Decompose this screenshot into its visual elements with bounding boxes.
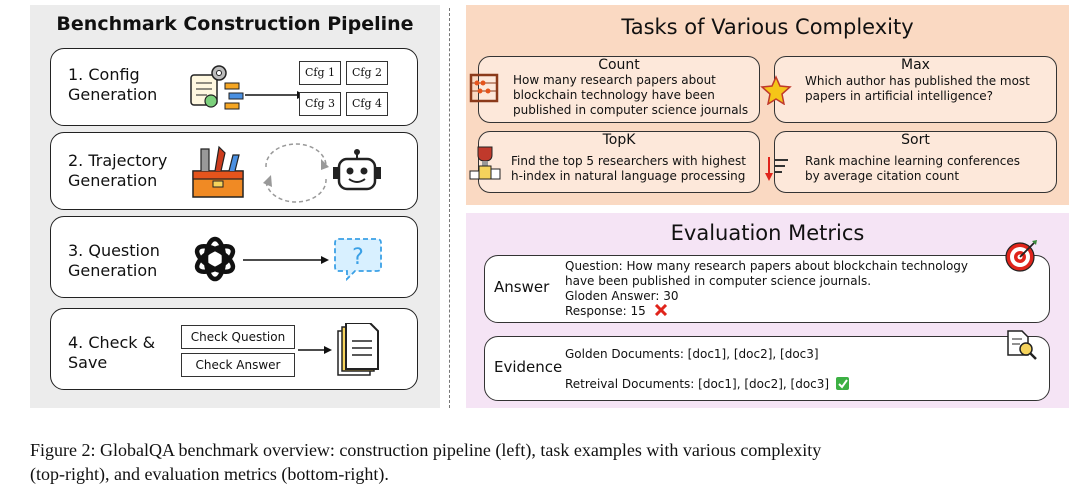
trophy-podium-icon xyxy=(469,146,501,180)
retrieved-documents: Retreival Documents: [doc1], [doc2], [do… xyxy=(565,377,830,391)
step-label-line: 4. Check & xyxy=(68,333,156,352)
pipeline-panel: Benchmark Construction Pipeline 1. Confi… xyxy=(30,5,440,408)
response-row: Response: 15 xyxy=(565,303,968,319)
task-text-line: h-index in natural language processing xyxy=(511,169,746,183)
answer-question-line: Question: How many research papers about… xyxy=(565,259,969,273)
tasks-panel: Tasks of Various Complexity Count How ma… xyxy=(466,5,1069,205)
step-label-line: Save xyxy=(68,353,108,372)
answer-details: Question: How many research papers about… xyxy=(565,259,968,319)
step-label-line: 2. Trajectory xyxy=(68,151,168,170)
caption-line: Figure 2: GlobalQA benchmark overview: c… xyxy=(30,440,822,460)
task-title: Sort xyxy=(901,132,930,148)
step-label-line: Generation xyxy=(68,261,158,280)
task-text-line: blockchain technology have been xyxy=(513,88,715,102)
task-text-line: published in computer science journals xyxy=(513,103,749,117)
task-description: Rank machine learning conferences by ave… xyxy=(805,154,1020,184)
metric-label: Evidence xyxy=(494,358,563,376)
step-label-line: 1. Config xyxy=(68,65,140,84)
step-label: 1. Config Generation xyxy=(68,65,157,105)
sort-icon xyxy=(765,157,788,181)
arrow-icon xyxy=(243,256,329,264)
task-text-line: Find the top 5 researchers with highest xyxy=(511,154,746,168)
step-question-generation: 3. Question Generation ? xyxy=(50,216,418,298)
metrics-title: Evaluation Metrics xyxy=(670,221,865,245)
step-label: 4. Check & Save xyxy=(68,333,155,373)
response-text: Response: 15 xyxy=(565,304,646,318)
check-question-box: Check Question xyxy=(181,325,295,349)
step-check-save: 4. Check & Save Check Question Check Ans… xyxy=(50,308,418,390)
golden-answer: Gloden Answer: 30 xyxy=(565,289,679,303)
caption-line: (top-right), and evaluation metrics (bot… xyxy=(30,464,389,484)
step-label: 3. Question Generation xyxy=(68,241,160,281)
task-description: Find the top 5 researchers with highest … xyxy=(511,154,746,184)
metrics-panel: Evaluation Metrics Answer Question: How … xyxy=(466,213,1069,408)
config-box: Cfg 1 xyxy=(299,61,341,85)
check-answer-box: Check Answer xyxy=(181,353,295,377)
question-mark: ? xyxy=(352,245,364,270)
task-max: Max Which author has published the most … xyxy=(774,56,1057,123)
step-label: 2. Trajectory Generation xyxy=(68,151,167,191)
task-title: Max xyxy=(901,57,930,73)
task-description: How many research papers about blockchai… xyxy=(513,73,748,118)
task-topk: TopK Find the top 5 researchers with hig… xyxy=(478,131,760,193)
config-box: Cfg 4 xyxy=(346,92,388,116)
cycle-arrows-icon xyxy=(263,143,329,203)
robot-icon xyxy=(333,149,381,191)
star-medal-icon xyxy=(760,75,792,105)
evidence-metric: Evidence Golden Documents: [doc1], [doc2… xyxy=(484,336,1050,401)
task-title: Count xyxy=(598,57,640,73)
pipeline-title: Benchmark Construction Pipeline xyxy=(56,13,414,35)
step-label-line: Generation xyxy=(68,85,158,104)
config-box: Cfg 2 xyxy=(346,61,388,85)
step-label-line: Generation xyxy=(68,171,158,190)
metric-label: Answer xyxy=(494,278,550,296)
abacus-icon xyxy=(469,73,499,103)
toolbox-icon xyxy=(192,145,244,198)
task-text-line: papers in artificial intelligence? xyxy=(805,89,994,103)
tasks-title: Tasks of Various Complexity xyxy=(621,15,914,39)
task-count: Count How many research papers about blo… xyxy=(478,56,760,123)
task-description: Which author has published the most pape… xyxy=(805,74,1030,104)
config-box: Cfg 3 xyxy=(299,92,341,116)
question-bubble-icon: ? xyxy=(334,238,382,282)
task-text-line: by average citation count xyxy=(805,169,960,183)
task-sort: Sort Rank machine learning conferences b… xyxy=(774,131,1057,193)
task-text-line: Which author has published the most xyxy=(805,74,1030,88)
check-icon xyxy=(835,377,849,390)
target-icon xyxy=(1005,240,1037,272)
task-text-line: Rank machine learning conferences xyxy=(805,154,1020,168)
answer-metric: Answer Question: How many research paper… xyxy=(484,255,1050,323)
figure-caption: Figure 2: GlobalQA benchmark overview: c… xyxy=(30,438,1070,486)
document-search-icon xyxy=(1007,330,1037,360)
panel-divider xyxy=(449,8,450,408)
golden-documents: Golden Documents: [doc1], [doc2], [doc3] xyxy=(565,347,819,361)
documents-icon xyxy=(337,323,379,376)
step-trajectory-generation: 2. Trajectory Generation xyxy=(50,132,418,210)
cross-icon xyxy=(654,303,667,317)
task-text-line: How many research papers about xyxy=(513,73,716,87)
step-label-line: 3. Question xyxy=(68,241,160,260)
arrow-icon xyxy=(298,346,332,354)
answer-question-line: have been published in computer science … xyxy=(565,274,872,288)
step-config-generation: 1. Config Generation Cfg 1 Cfg 2 Cfg 3 C… xyxy=(50,48,418,126)
openai-logo-icon xyxy=(194,236,236,282)
retrieved-row: Retreival Documents: [doc1], [doc2], [do… xyxy=(565,377,849,392)
task-title: TopK xyxy=(602,132,636,148)
